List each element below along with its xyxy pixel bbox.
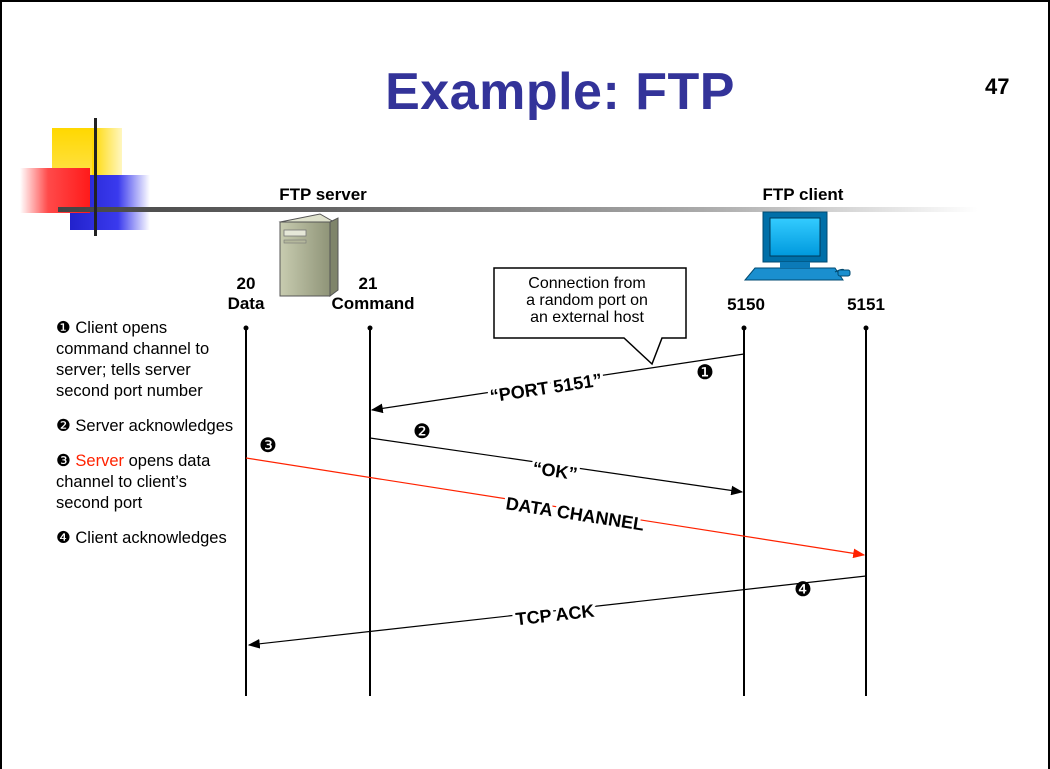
port-command-number: 21 <box>358 274 378 293</box>
step-3-text: opens data channel to client’s second po… <box>56 452 211 512</box>
callout-bubble <box>493 267 687 366</box>
step-1-text: Client opens command channel to server; … <box>56 319 210 400</box>
client-port-a: 5150 <box>727 295 765 314</box>
client-port-b: 5151 <box>847 295 885 314</box>
marker-4: ❹ <box>794 577 812 601</box>
deco-red-square <box>20 168 90 213</box>
client-label: FTP client <box>762 185 844 204</box>
marker-2: ❷ <box>413 419 431 443</box>
step-2-marker: ❷ <box>56 417 71 435</box>
server-label: FTP server <box>279 185 367 204</box>
computer-monitor-icon <box>743 211 851 281</box>
message-data-channel-label: DATA CHANNEL <box>504 493 645 534</box>
step-2: ❷ Server acknowledges <box>56 416 236 437</box>
step-2-text: Server acknowledges <box>75 417 234 435</box>
step-4-text: Client acknowledges <box>75 529 227 547</box>
step-3-highlight: Server <box>75 452 124 470</box>
port-data-name: Data <box>227 294 265 313</box>
step-3-marker: ❸ <box>56 452 71 470</box>
message-port-arrow <box>370 353 745 414</box>
message-tcp-ack-label: TCP ACK <box>515 601 596 630</box>
message-port-label: “PORT 5151” <box>489 370 604 407</box>
message-data-channel-arrow <box>245 457 866 559</box>
marker-1: ❶ <box>696 360 714 384</box>
port-data-number: 20 <box>236 274 256 293</box>
step-1-marker: ❶ <box>56 319 71 337</box>
port-command-name: Command <box>331 294 415 313</box>
slide-title: Example: FTP <box>385 63 735 121</box>
slide-number: 47 <box>985 74 1010 99</box>
server-tower-icon <box>278 213 339 297</box>
callout-line-1: Connection from <box>528 275 646 292</box>
message-tcp-ack-arrow <box>247 575 867 649</box>
step-3: ❸ Server opens data channel to client’s … <box>56 451 236 514</box>
step-1: ❶ Client opens command channel to server… <box>56 318 236 402</box>
deco-yellow-square-fade <box>92 128 122 178</box>
message-ok-arrow <box>369 437 744 496</box>
step-4-marker: ❹ <box>56 529 71 547</box>
message-ok-label: “OK” <box>531 458 578 484</box>
callout-line-2: a random port on <box>526 292 648 309</box>
step-list: ❶ Client opens command channel to server… <box>56 318 236 563</box>
deco-vertical-rule <box>94 118 97 236</box>
deco-horizontal-rule <box>58 207 978 212</box>
step-4: ❹ Client acknowledges <box>56 528 236 549</box>
lifelines <box>243 325 869 696</box>
callout-line-3: an external host <box>530 309 644 326</box>
marker-3: ❸ <box>259 433 277 457</box>
callout-text: Connection from a random port on an exte… <box>497 275 677 326</box>
